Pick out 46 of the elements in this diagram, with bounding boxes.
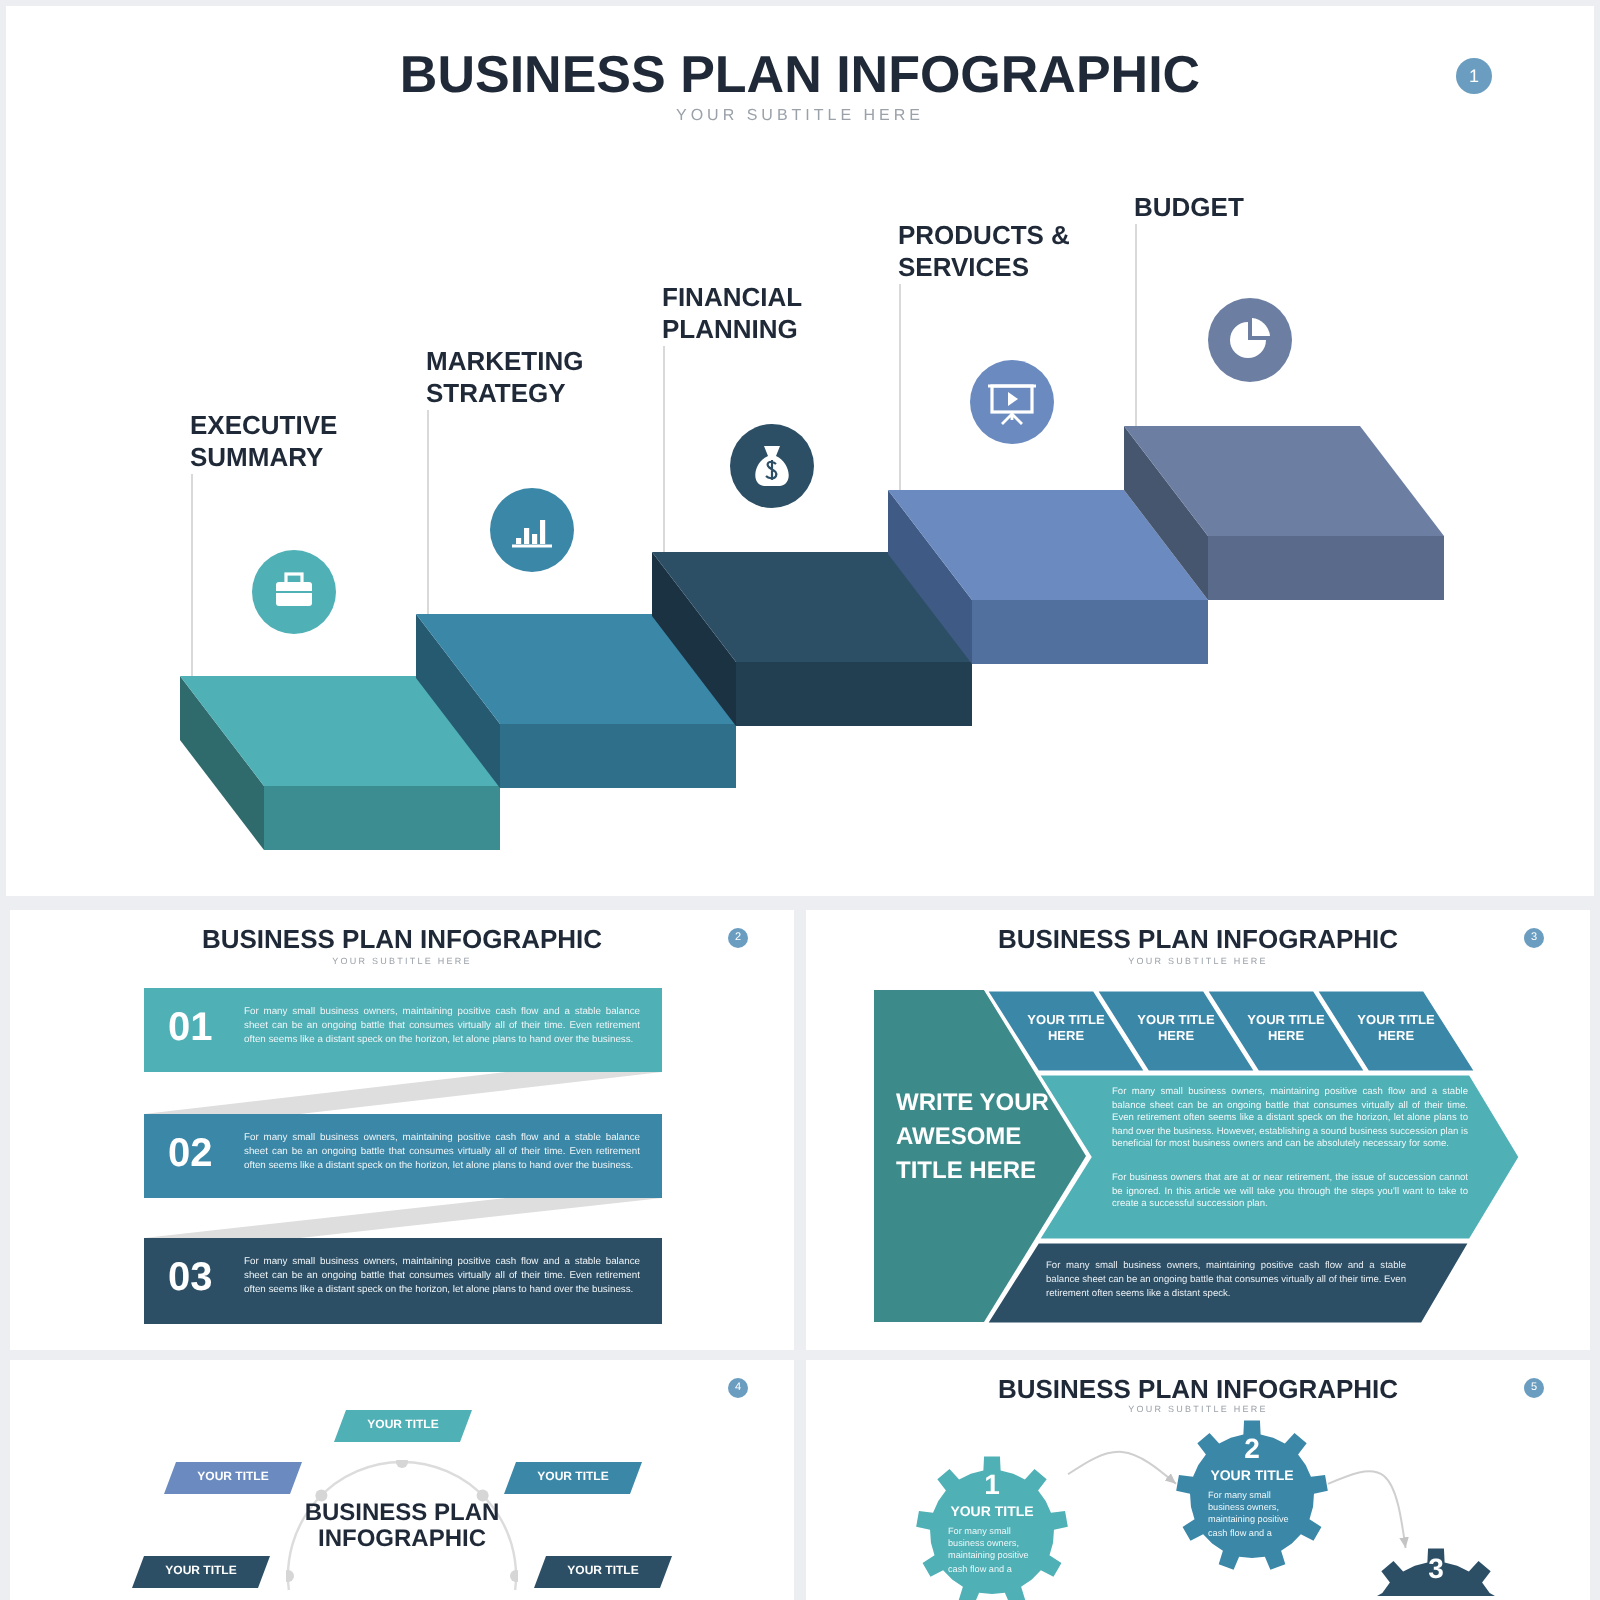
gear-shape (1176, 1420, 1328, 1572)
leader-line (427, 409, 429, 615)
step-label: FINANCIAL PLANNING (662, 282, 892, 346)
step-bar (144, 988, 662, 1072)
step-block (416, 614, 736, 788)
step-bar (144, 1238, 662, 1324)
leader-line (663, 345, 665, 553)
title-tag (504, 1462, 642, 1494)
step-number: 3 (1426, 1552, 1446, 1584)
step-number: 03 (168, 1256, 213, 1302)
step-label: BUDGET (1134, 192, 1244, 224)
leader-line (191, 473, 193, 677)
step-number: 02 (168, 1132, 213, 1178)
circle-title: BUSINESS PLAN INFOGRAPHIC (302, 1500, 502, 1552)
step-label: EXECUTIVE SUMMARY (190, 410, 420, 474)
slide-panel (6, 6, 1594, 896)
step-bar (144, 1114, 662, 1198)
step-block (180, 676, 500, 850)
step-block (652, 552, 972, 726)
leader-line (1135, 223, 1137, 427)
title-tag (534, 1556, 672, 1588)
slide-panel (806, 910, 1590, 1350)
slide-title: BUSINESS PLAN INFOGRAPHIC (399, 44, 1201, 106)
slide-panel (10, 910, 794, 1350)
title-tag (334, 1410, 472, 1442)
step-number: 1 (982, 1468, 1002, 1500)
leader-line (899, 283, 901, 491)
step-block (888, 490, 1208, 664)
page-number-badge: 1 (1456, 58, 1492, 94)
step-block (1124, 426, 1444, 600)
slide-title: BUSINESS PLAN INFOGRAPHIC (997, 924, 1399, 954)
gear-shape (916, 1456, 1068, 1600)
slide-subtitle: YOUR SUBTITLE HERE (676, 106, 924, 124)
curved-arrow (1067, 1450, 1177, 1485)
slide-title: BUSINESS PLAN INFOGRAPHIC (997, 1374, 1399, 1404)
step-label: MARKETING STRATEGY (426, 346, 656, 410)
title-tag (132, 1556, 270, 1588)
slide-panel (10, 1360, 794, 1600)
step-number: 01 (168, 1006, 213, 1052)
slide-panel (806, 1360, 1590, 1600)
step-label: PRODUCTS & SERVICES (898, 220, 1128, 284)
title-tag (164, 1462, 302, 1494)
step-number: 2 (1242, 1432, 1262, 1464)
chevron-title: WRITE YOUR AWESOME TITLE HERE (896, 1086, 1051, 1188)
slide-title: BUSINESS PLAN INFOGRAPHIC (201, 924, 603, 954)
curved-arrow (1327, 1470, 1409, 1549)
